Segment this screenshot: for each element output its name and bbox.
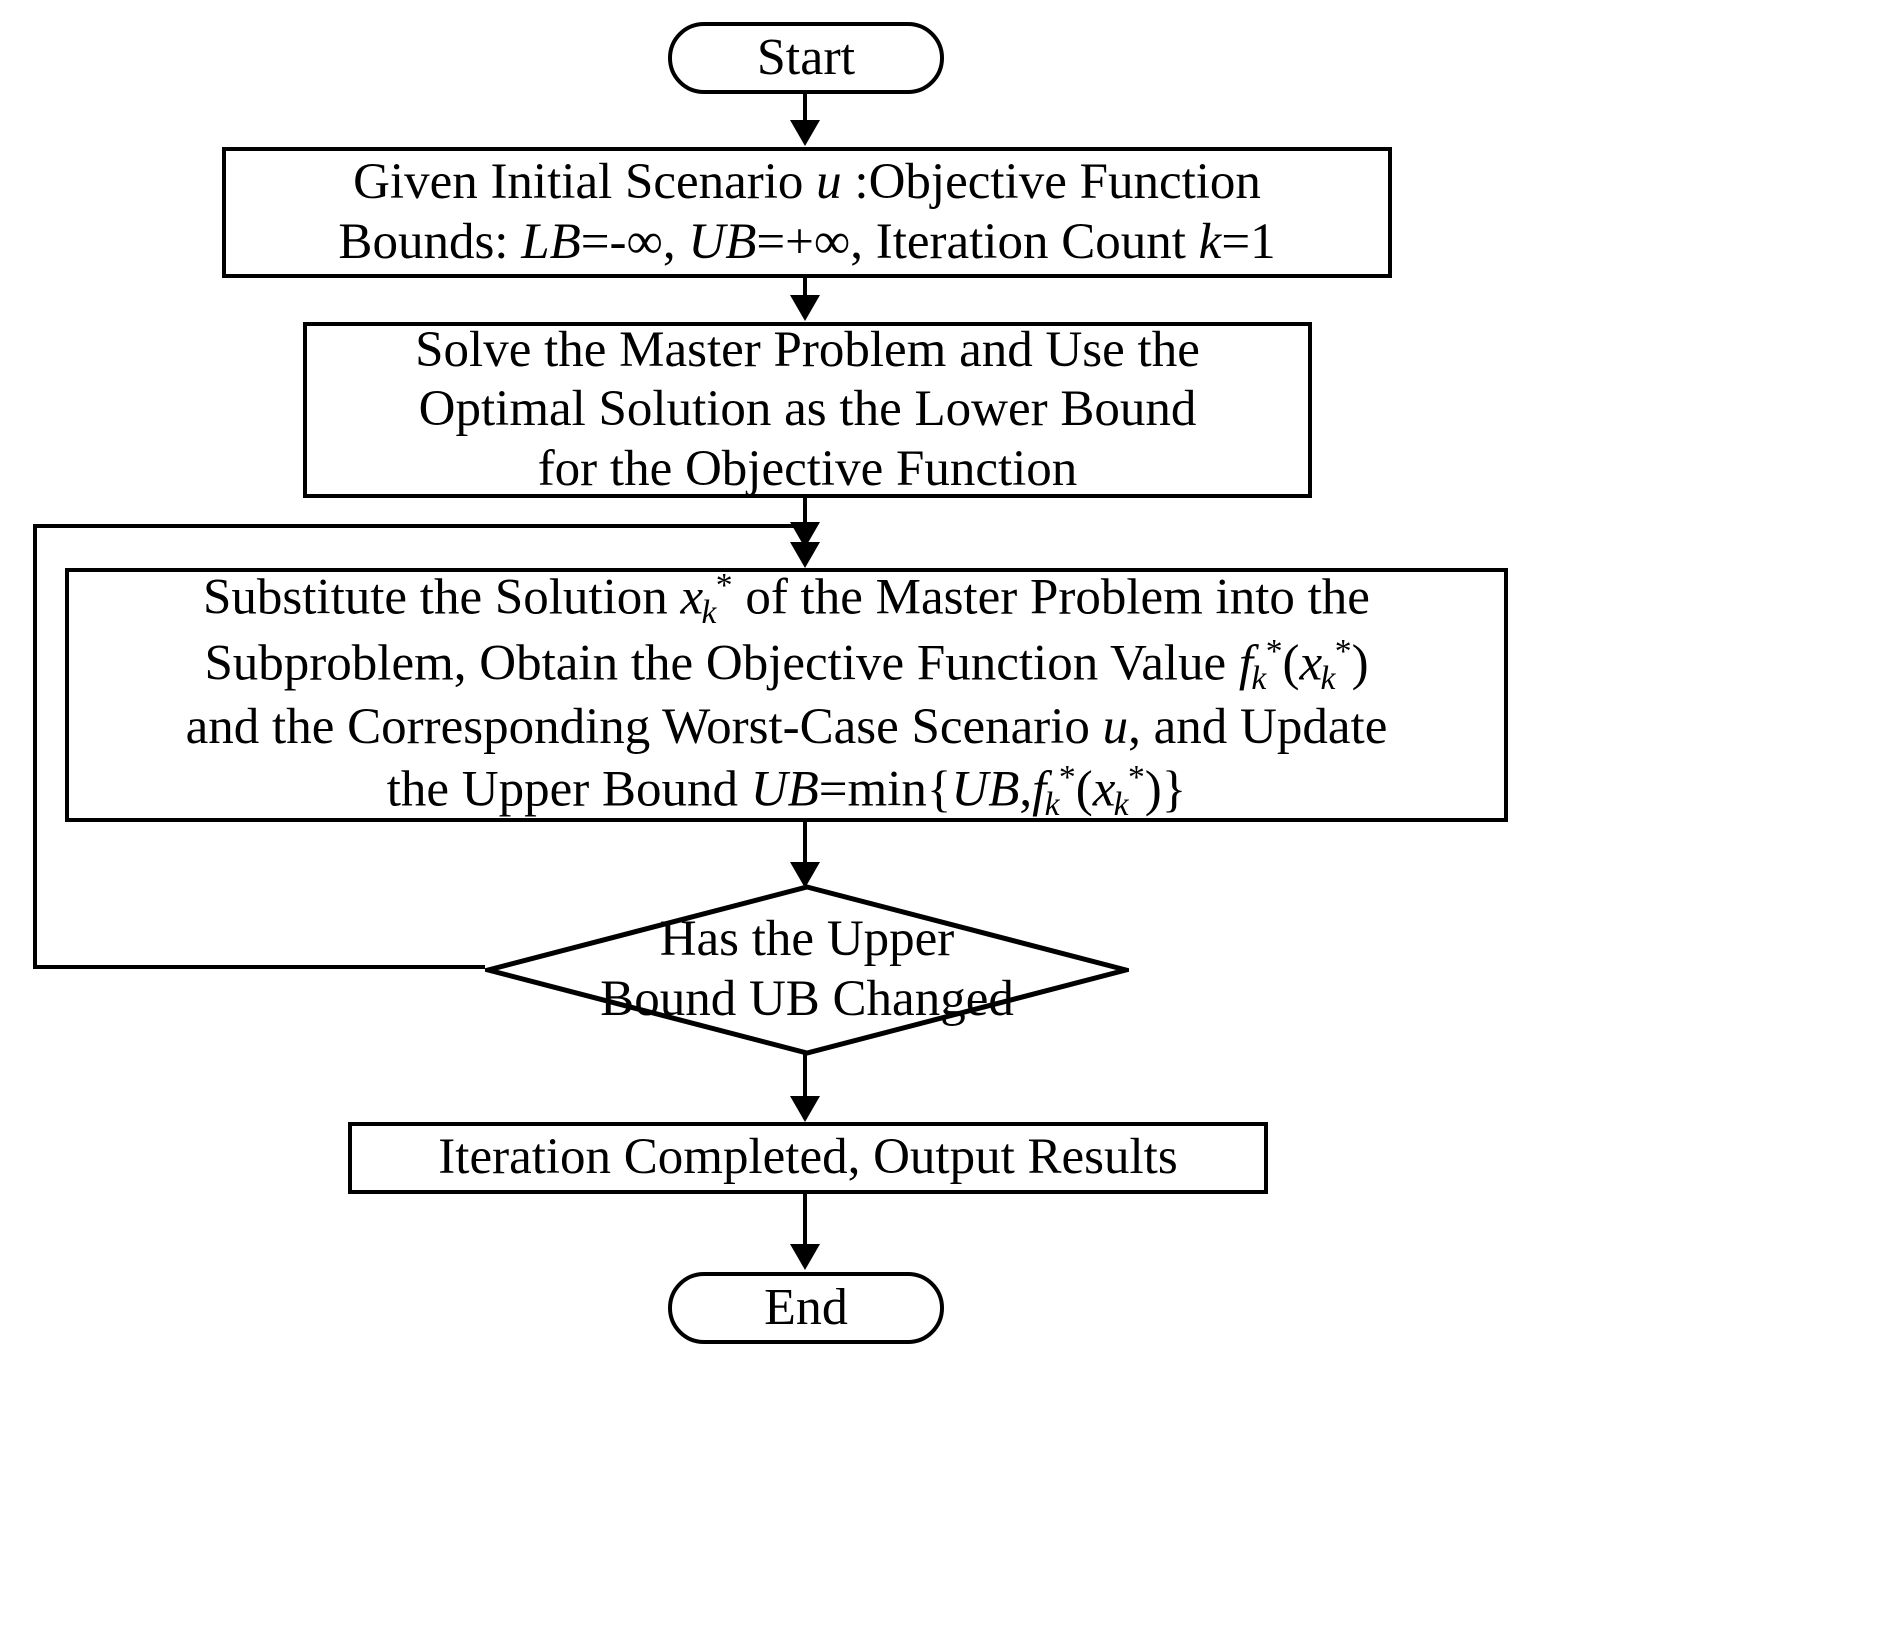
node-subproblem-line4-c: , xyxy=(1019,761,1033,818)
node-subproblem-line3-b: , and Update xyxy=(1128,699,1388,756)
node-init-text: Given Initial Scenario u :Objective Func… xyxy=(338,153,1275,272)
edge-loop-top-horizontal xyxy=(33,524,808,528)
node-init-line2-b: =-∞, xyxy=(580,213,689,270)
node-subproblem-line2-fsub: k xyxy=(1251,659,1267,697)
node-output[interactable]: Iteration Completed, Output Results xyxy=(348,1122,1268,1194)
node-end-label: End xyxy=(764,1278,848,1336)
node-init[interactable]: Given Initial Scenario u :Objective Func… xyxy=(222,147,1392,278)
node-master-text: Solve the Master Problem and Use the Opt… xyxy=(415,321,1200,500)
node-init-line1-u: u xyxy=(816,153,842,210)
node-master-line3: for the Objective Function xyxy=(537,440,1078,497)
node-subproblem-line1-b: of the Master Problem into the xyxy=(732,569,1370,626)
node-decision-line1: Has the Upper xyxy=(659,911,955,968)
node-start[interactable]: Start xyxy=(668,22,944,94)
node-decision-line2: Bound UB Changed xyxy=(600,971,1014,1027)
node-master-line1: Solve the Master Problem and Use the xyxy=(415,321,1200,378)
node-subproblem-line3-a: and the Corresponding Worst-Case Scenari… xyxy=(185,699,1103,756)
node-decision[interactable]: Has the Upper Bound UB Changed xyxy=(485,884,1129,1056)
node-init-line2-lb: LB xyxy=(521,213,581,270)
node-subproblem-line2-f: f xyxy=(1238,635,1254,692)
edge-master-to-subproblem-arrowhead xyxy=(790,542,820,568)
node-subproblem-line2-x: x xyxy=(1299,635,1323,692)
edge-decision-to-output-line xyxy=(803,1053,807,1119)
node-subproblem-line4-e: )} xyxy=(1144,761,1187,818)
decision-diamond-shape xyxy=(485,884,1129,1056)
node-subproblem-line2-b: ( xyxy=(1282,635,1300,692)
node-subproblem-line2-xsub: k xyxy=(1320,659,1336,697)
node-subproblem-line2-a: Subproblem, Obtain the Objective Functio… xyxy=(204,635,1239,692)
node-subproblem-line4-b: =min{ xyxy=(818,761,952,818)
edge-decision-to-output-arrowhead xyxy=(790,1096,820,1122)
node-subproblem-line1-a: Substitute the Solution xyxy=(203,569,681,626)
edge-master-to-subproblem-line xyxy=(803,528,807,546)
edge-init-to-master-line xyxy=(803,278,807,298)
edge-init-to-master-arrowhead xyxy=(790,295,820,321)
node-init-line2-c: =+∞, Iteration Count xyxy=(756,213,1199,270)
node-init-line2-ub: UB xyxy=(688,213,757,270)
node-subproblem-line1-x: x xyxy=(680,569,704,626)
node-subproblem-line4-xsub: k xyxy=(1113,785,1129,823)
node-start-label: Start xyxy=(756,28,856,86)
node-init-line2-d: =1 xyxy=(1221,213,1276,270)
node-subproblem-line1-xsub: k xyxy=(701,593,717,631)
node-master[interactable]: Solve the Master Problem and Use the Opt… xyxy=(303,322,1312,498)
edge-subproblem-to-decision-arrowhead xyxy=(790,862,820,888)
node-subproblem-line4-fsub: k xyxy=(1044,785,1060,823)
node-output-label: Iteration Completed, Output Results xyxy=(438,1129,1178,1186)
edge-loop-bottom-horizontal xyxy=(33,965,485,969)
node-subproblem-line4-a: the Upper Bound xyxy=(386,761,751,818)
edge-output-to-end-line xyxy=(803,1194,807,1266)
node-subproblem-line4-ub2: UB xyxy=(951,761,1020,818)
node-subproblem-line4-x: x xyxy=(1092,761,1116,818)
edge-loop-left-vertical xyxy=(33,524,37,969)
node-subproblem[interactable]: Substitute the Solution xk* of the Maste… xyxy=(65,566,1508,825)
edge-start-to-init-arrowhead xyxy=(790,120,820,146)
node-end[interactable]: End xyxy=(668,1272,944,1344)
node-decision-text: Has the Upper Bound UB Changed xyxy=(485,884,1129,1056)
node-subproblem-line3-u: u xyxy=(1102,699,1129,756)
node-subproblem-line2-c: ) xyxy=(1351,635,1369,692)
edge-output-to-end-arrowhead xyxy=(790,1244,820,1270)
node-subproblem-line4-xsup: * xyxy=(1127,758,1145,796)
node-master-line2: Optimal Solution as the Lower Bound xyxy=(418,381,1197,438)
node-subproblem-line4-fsup: * xyxy=(1058,758,1076,796)
node-init-line1-b: :Objective Function xyxy=(841,153,1261,210)
node-subproblem-line4-f: f xyxy=(1032,761,1047,818)
edge-subproblem-to-decision-line xyxy=(803,822,807,884)
node-subproblem-line4-ub: UB xyxy=(750,761,819,818)
node-init-line2-k: k xyxy=(1198,213,1222,270)
node-init-line1-a: Given Initial Scenario xyxy=(353,153,817,210)
node-subproblem-line1-xsup: * xyxy=(715,566,733,604)
node-subproblem-text: Substitute the Solution xk* of the Maste… xyxy=(186,566,1388,825)
node-subproblem-line2-xsup: * xyxy=(1334,633,1352,671)
edge-start-to-init-line xyxy=(803,94,807,124)
node-init-line2-a: Bounds: xyxy=(338,213,522,270)
node-subproblem-line4-d: ( xyxy=(1075,761,1093,818)
node-subproblem-line2-fsup: * xyxy=(1265,633,1283,671)
